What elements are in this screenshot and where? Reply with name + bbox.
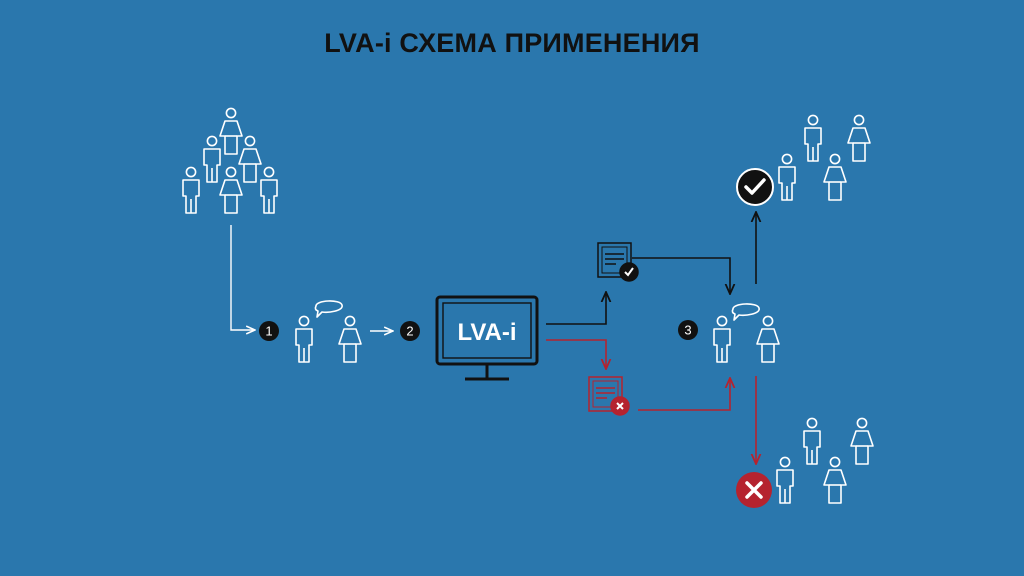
svg-text:2: 2 (406, 324, 413, 339)
person-icon (260, 166, 278, 214)
person-icon (219, 107, 243, 155)
report-pass-icon (597, 242, 639, 282)
svg-text:3: 3 (684, 323, 691, 338)
person-icon (850, 417, 874, 465)
interview-pair (295, 300, 362, 363)
report-fail-icon (588, 376, 630, 416)
person-icon (804, 114, 822, 162)
svg-text:1: 1 (265, 324, 272, 339)
person-icon (338, 315, 362, 363)
person-icon (238, 135, 262, 183)
person-icon (803, 417, 821, 465)
monitor-label: LVA-i (457, 319, 516, 346)
person-icon (182, 166, 200, 214)
connector-to-interview (230, 225, 255, 330)
followup-pair (713, 303, 780, 363)
person-icon (295, 315, 313, 363)
connector-pass-to-followup (632, 257, 730, 294)
person-icon (847, 114, 871, 162)
connector-fail-to-followup (638, 378, 730, 411)
speech-bubble-icon (314, 300, 343, 318)
accepted-group (778, 114, 871, 201)
speech-bubble-icon (731, 303, 760, 321)
check-circle-icon (736, 168, 774, 206)
rejected-group (776, 417, 874, 504)
step-badge-2: 2 (400, 321, 420, 341)
connector-to-pass-report (546, 292, 606, 325)
person-icon (823, 456, 847, 504)
person-icon (756, 315, 780, 363)
person-icon (823, 153, 847, 201)
step-badge-3: 3 (678, 320, 698, 340)
person-icon (776, 456, 794, 504)
cross-circle-icon (736, 472, 772, 508)
connector-to-fail-report (546, 339, 606, 369)
person-icon (778, 153, 796, 201)
page-title: LVA-i СХЕМА ПРИМЕНЕНИЯ (324, 28, 700, 58)
person-icon (203, 135, 221, 183)
candidate-group (182, 107, 278, 214)
step-badge-1: 1 (259, 321, 279, 341)
person-icon (219, 166, 243, 214)
person-icon (713, 315, 731, 363)
monitor-icon: LVA-i (435, 295, 539, 381)
